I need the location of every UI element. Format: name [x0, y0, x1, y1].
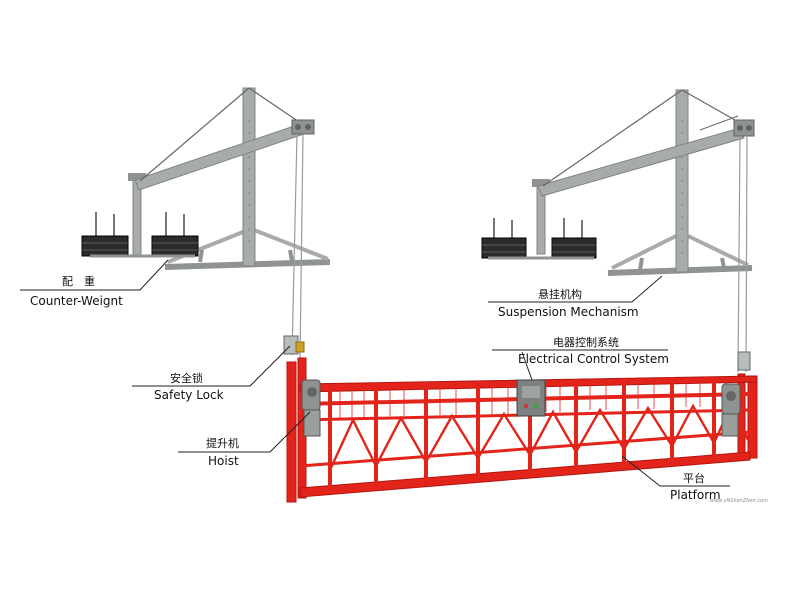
- safety-lock-label-zh: 安全锁: [170, 372, 203, 385]
- leader-counterweight: [20, 259, 169, 291]
- leader-lines: [20, 259, 730, 487]
- right-safety-lock: [737, 351, 751, 371]
- wire-ropes: [291, 133, 748, 373]
- right-counterweights: [481, 218, 597, 260]
- leader-hoist: [178, 411, 311, 453]
- left-hoist: [301, 379, 321, 437]
- right-suspension-mechanism: [481, 89, 755, 276]
- safety-lock-label-en: Safety Lock: [154, 388, 224, 402]
- hoist-label-zh: 提升机: [206, 437, 239, 450]
- right-hoist: [721, 383, 741, 437]
- left-counterweights: [81, 212, 199, 258]
- electrical-label-en: Electrical Control System: [518, 352, 669, 366]
- left-safety-lock: [283, 335, 305, 355]
- suspension-label-en: Suspension Mechanism: [498, 305, 639, 319]
- watermark: www.yNShenZhen.com: [710, 498, 768, 504]
- leader-safety-lock: [132, 345, 291, 387]
- platform-label-en: Platform: [670, 488, 721, 502]
- leader-suspension: [488, 275, 663, 303]
- platform-label-zh: 平台: [683, 472, 705, 485]
- suspension-label-zh: 悬挂机构: [538, 288, 582, 301]
- counterweight-label-zh: 配 重: [62, 275, 95, 288]
- left-suspension-mechanism: [81, 87, 331, 270]
- counterweight-label-en: Counter-Weignt: [30, 294, 123, 308]
- hoist-label-en: Hoist: [208, 454, 239, 468]
- electrical-label-zh: 电器控制系统: [553, 336, 619, 349]
- electrical-control-box: [516, 379, 546, 417]
